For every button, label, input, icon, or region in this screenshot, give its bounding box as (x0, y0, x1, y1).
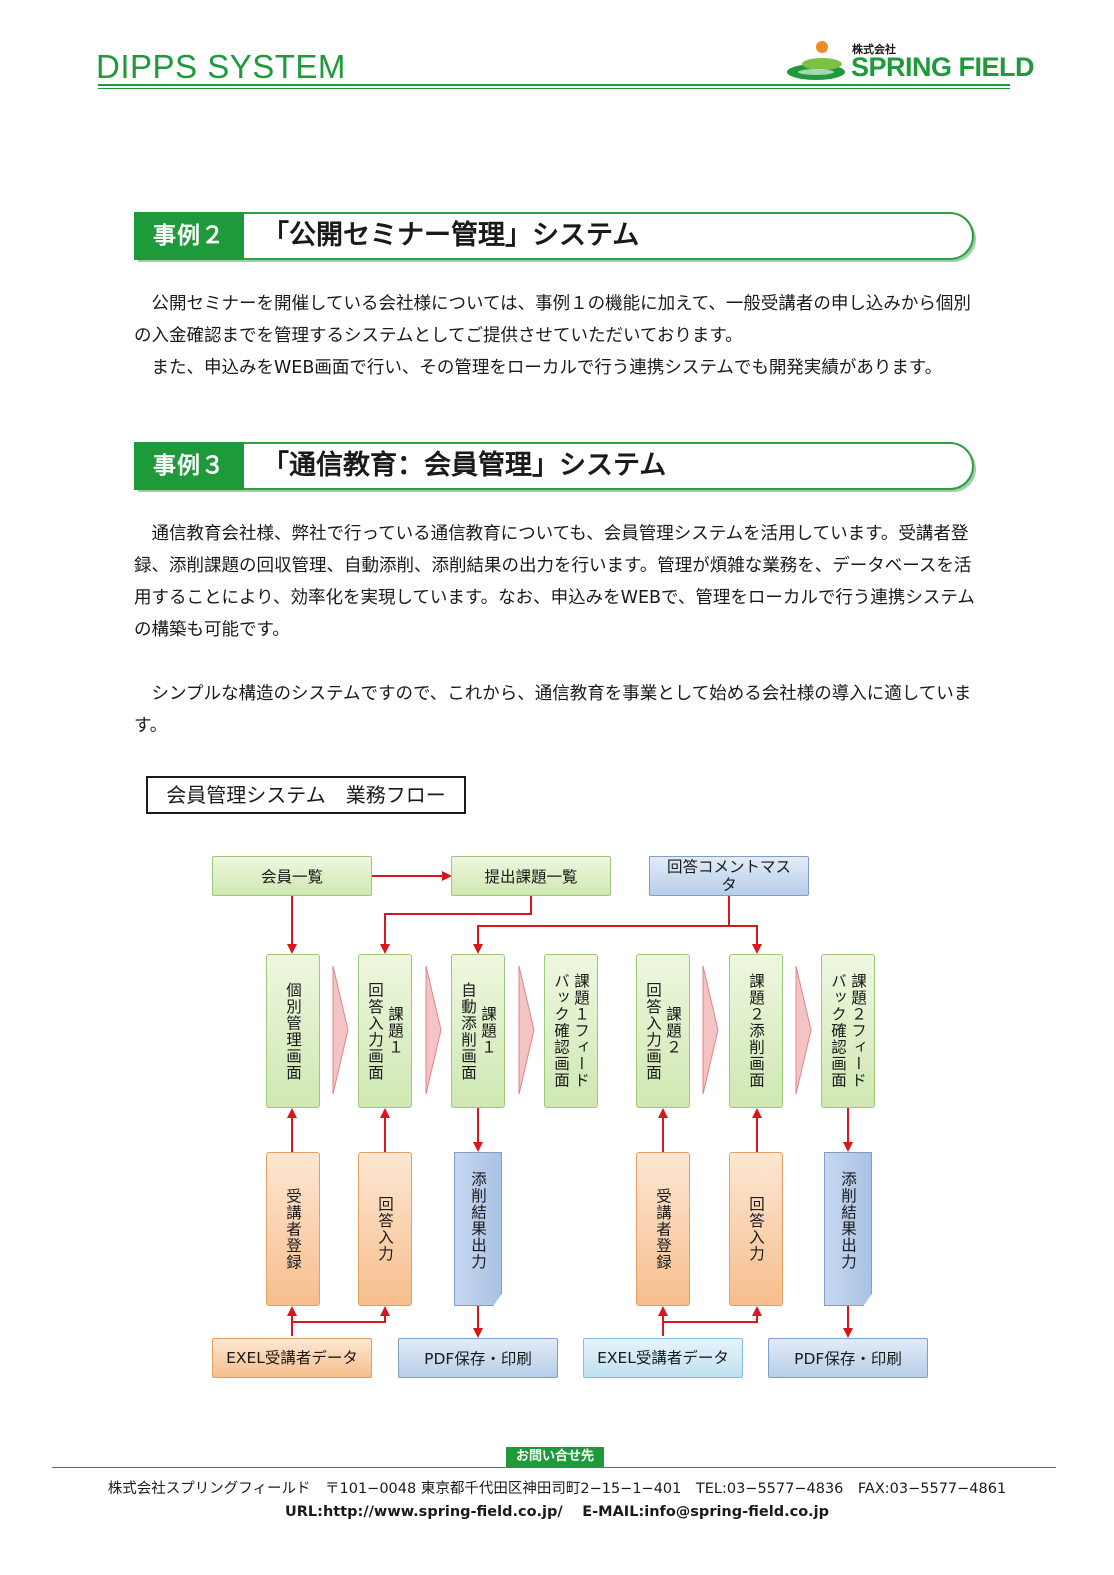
section2-paragraph: 公開セミナーを開催している会社様については、事例１の機能に加えて、一般受講者の申… (134, 294, 971, 346)
answer-input-node: 回答入力 (729, 1152, 783, 1306)
section2-header: 事例２ 「公開セミナー管理」システム (134, 212, 976, 262)
answer-input-node: 回答入力 (358, 1152, 412, 1306)
logo-company-type: 株式会社 (852, 43, 896, 56)
section3-title: 「通信教育：会員管理」システム (262, 450, 667, 481)
task1-answer-input-screen: 課題１ 回答入力画面 (358, 954, 412, 1108)
task1-auto-correction-screen: 課題１ 自動添削画面 (451, 954, 505, 1108)
flow-title: 会員管理システム 業務フロー (146, 776, 466, 814)
spring-field-logo-icon (787, 41, 845, 80)
section2-paragraph: また、申込みをWEB画面で行い、その管理をローカルで行う連携システムでも開発実績… (151, 358, 943, 378)
member-list-node: 会員一覧 (212, 856, 372, 896)
header-divider (98, 84, 1010, 86)
excel-trainee-data-node: EXEL受講者データ (583, 1338, 743, 1378)
trainee-registration-node: 受講者登録 (636, 1152, 690, 1306)
section3-paragraph: 通信教育会社様、弊社で行っている通信教育についても、会員管理システムを活用してい… (134, 524, 975, 640)
section2-body: 公開セミナーを開催している会社様については、事例１の機能に加えて、一般受講者の申… (134, 288, 976, 384)
page-header-title: DIPPS SYSTEM (96, 48, 346, 85)
section3-body: 通信教育会社様、弊社で行っている通信教育についても、会員管理システムを活用してい… (134, 518, 976, 742)
contact-label: お問い合せ先 (506, 1447, 604, 1467)
answer-comment-master-node: 回答コメントマスタ (649, 856, 809, 896)
section2-label: 事例２ (134, 212, 244, 260)
logo-company-name: SPRING FIELD (851, 52, 1035, 82)
footer-divider (52, 1467, 1056, 1468)
task2-feedback-screen: 課題２フィード バック確認画面 (821, 954, 875, 1108)
trainee-registration-node: 受講者登録 (266, 1152, 320, 1306)
excel-trainee-data-node: EXEL受講者データ (212, 1338, 372, 1378)
section3-header: 事例３ 「通信教育：会員管理」システム (134, 442, 976, 492)
correction-output-node: 添削結果出力 (824, 1152, 872, 1306)
task1-feedback-screen: 課題１フィード バック確認画面 (544, 954, 598, 1108)
task2-correction-screen: 課題２添削画面 (729, 954, 783, 1108)
pdf-save-print-node: PDF保存・印刷 (398, 1338, 558, 1378)
pdf-save-print-node: PDF保存・印刷 (768, 1338, 928, 1378)
section2-title: 「公開セミナー管理」システム (262, 220, 640, 251)
task2-answer-input-screen: 課題２ 回答入力画面 (636, 954, 690, 1108)
correction-output-node: 添削結果出力 (454, 1152, 502, 1306)
section3-paragraph: シンプルな構造のシステムですので、これから、通信教育を事業として始める会社様の導… (134, 684, 972, 736)
header-divider-thin (98, 88, 1010, 89)
individual-management-screen: 個別管理画面 (266, 954, 320, 1108)
section3-label: 事例３ (134, 442, 244, 490)
submitted-tasks-node: 提出課題一覧 (451, 856, 611, 896)
company-url-email: URL:http://www.spring-field.co.jp/ E-MAI… (284, 1504, 830, 1520)
company-address: 株式会社スプリングフィールド 〒101−0048 東京都千代田区神田司町2−15… (107, 1481, 1007, 1497)
